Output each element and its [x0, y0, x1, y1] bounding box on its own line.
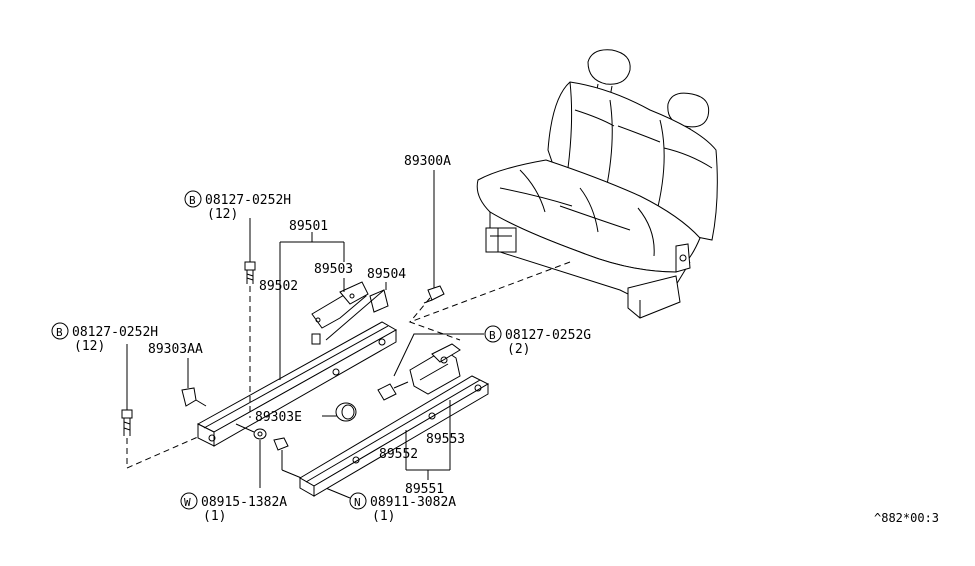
label-08127-0252G-qty: (2) [507, 342, 530, 357]
label-89551: 89551 [405, 482, 444, 497]
label-08127-0252H-left: 08127-0252H [72, 325, 158, 340]
bolt-08127-0252H-left [121, 344, 201, 469]
label-08911-3082A: 08911-3082A [370, 495, 456, 510]
bracket-89503 [311, 281, 369, 345]
bolt-89300A [423, 170, 445, 304]
label-08911-3082A-qty: (1) [372, 509, 395, 524]
label-08915-1382A-qty: (1) [203, 509, 226, 524]
diagram-code: ^882*00:3 [874, 511, 939, 525]
washer-marker-w-icon [180, 492, 198, 510]
marker-b-text: B [56, 326, 63, 339]
callout-08127-0252G: B 08127-0252G (2) [484, 325, 591, 357]
label-89303E: 89303E [255, 410, 302, 425]
label-89501: 89501 [289, 219, 328, 234]
leader-89551 [406, 469, 450, 480]
label-08127-0252H-top: 08127-0252H [205, 193, 291, 208]
callout-08915-1382A: W 08915-1382A (1) [180, 492, 287, 524]
label-89502: 89502 [259, 279, 298, 294]
callout-08127-0252H-left: B 08127-0252H (12) [51, 322, 158, 354]
seat-slide-rail-89502 [196, 321, 398, 447]
marker-b-text: B [189, 194, 196, 207]
callout-08911-3082A: N 08911-3082A (1) [349, 492, 456, 524]
bolt-marker-b-icon [484, 325, 502, 343]
label-08127-0252G: 08127-0252G [505, 328, 591, 343]
callout-08127-0252H-top: B 08127-0252H (12) [184, 190, 291, 222]
label-08127-0252H-left-qty: (12) [74, 339, 105, 354]
lock-mechanism-89553 [409, 343, 461, 395]
bolt-marker-b-icon [184, 190, 202, 208]
bolt-08127-0252H-top [244, 218, 256, 418]
washer-08915-1382A [235, 423, 267, 488]
rear-seat-assembly [476, 49, 718, 319]
nut-marker-n-icon [349, 492, 367, 510]
bracket-89504 [369, 289, 389, 313]
label-89503: 89503 [314, 262, 353, 277]
marker-w-text: W [184, 496, 191, 509]
label-08127-0252H-top-qty: (12) [207, 207, 238, 222]
bolt-08127-0252G [377, 333, 484, 401]
label-89303AA: 89303AA [148, 342, 203, 357]
cap-89303E [322, 402, 357, 422]
leader-89501 [279, 232, 345, 380]
label-89504: 89504 [367, 267, 406, 282]
bolt-marker-b-icon [51, 322, 69, 340]
marker-n-text: N [354, 496, 361, 509]
bolt-89303AA [181, 358, 207, 407]
label-89553: 89553 [426, 432, 465, 447]
leader-89504-b [325, 289, 385, 341]
marker-b-text: B [489, 329, 496, 342]
label-89552: 89552 [379, 447, 418, 462]
label-08915-1382A: 08915-1382A [201, 495, 287, 510]
label-89300A: 89300A [404, 154, 451, 169]
seat-slide-rail-89552 [299, 375, 490, 497]
